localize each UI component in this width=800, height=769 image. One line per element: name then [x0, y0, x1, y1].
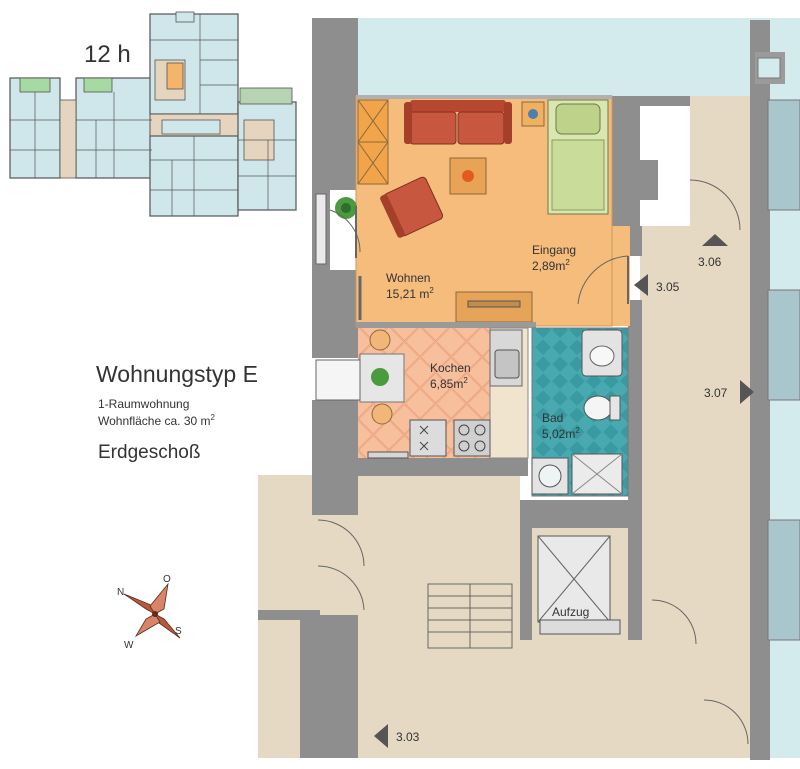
unit-3-03: 3.03: [396, 730, 420, 744]
stairs: [427, 583, 513, 649]
label-kochen-area: 6,85m2: [430, 376, 468, 391]
armchair: [380, 176, 444, 238]
corridor-top: [690, 96, 750, 226]
floor-label: Erdgeschoß: [98, 442, 200, 463]
arrow-icon: [702, 234, 728, 246]
corridor: [640, 226, 750, 758]
room-eingang: [532, 226, 630, 326]
label-eingang-name: Eingang: [532, 243, 576, 257]
exterior-top: [356, 18, 800, 96]
stair-hall: [258, 475, 520, 665]
label-bad-name: Bad: [542, 411, 563, 425]
room-count: 1-Raumwohnung: [98, 397, 189, 411]
arrow-icon: [634, 274, 648, 296]
fridge: [409, 419, 447, 457]
walls: [258, 18, 785, 760]
key-plan-label: 12 h: [84, 41, 131, 68]
arrow-icon: [374, 724, 388, 748]
compass-w: W: [124, 640, 134, 651]
label-aufzug: Aufzug: [552, 605, 589, 619]
key-plan: [9, 11, 297, 217]
sofa: [404, 100, 512, 145]
unit-3-05: 3.05: [656, 280, 680, 294]
toilet: [583, 395, 613, 421]
label-wohnen-name: Wohnen: [386, 271, 430, 285]
bed: [547, 99, 609, 215]
table-decoration: [462, 170, 474, 182]
label-eingang-area: 2,89m2: [532, 258, 570, 273]
apartment-type-title: Wohnungstyp E: [96, 361, 258, 387]
living-area: Wohnfläche ca. 30 m2: [98, 413, 216, 428]
highlighted-unit: [166, 62, 184, 90]
washing-machine: [531, 457, 569, 495]
compass-s: S: [175, 626, 182, 637]
chair: [371, 403, 393, 425]
unit-3-06: 3.06: [698, 255, 722, 269]
compass-o: O: [163, 574, 171, 585]
arrow-icon: [740, 380, 754, 404]
chair: [369, 329, 391, 351]
label-kochen-name: Kochen: [430, 361, 471, 375]
hall-bottom: [355, 640, 640, 758]
unit-3-07: 3.07: [704, 386, 728, 400]
compass-icon: [123, 582, 181, 639]
label-wohnen-area: 15,21 m2: [386, 286, 434, 301]
compass-n: N: [117, 587, 124, 598]
label-bad-area: 5,02m2: [542, 426, 580, 441]
stove: [453, 419, 491, 457]
